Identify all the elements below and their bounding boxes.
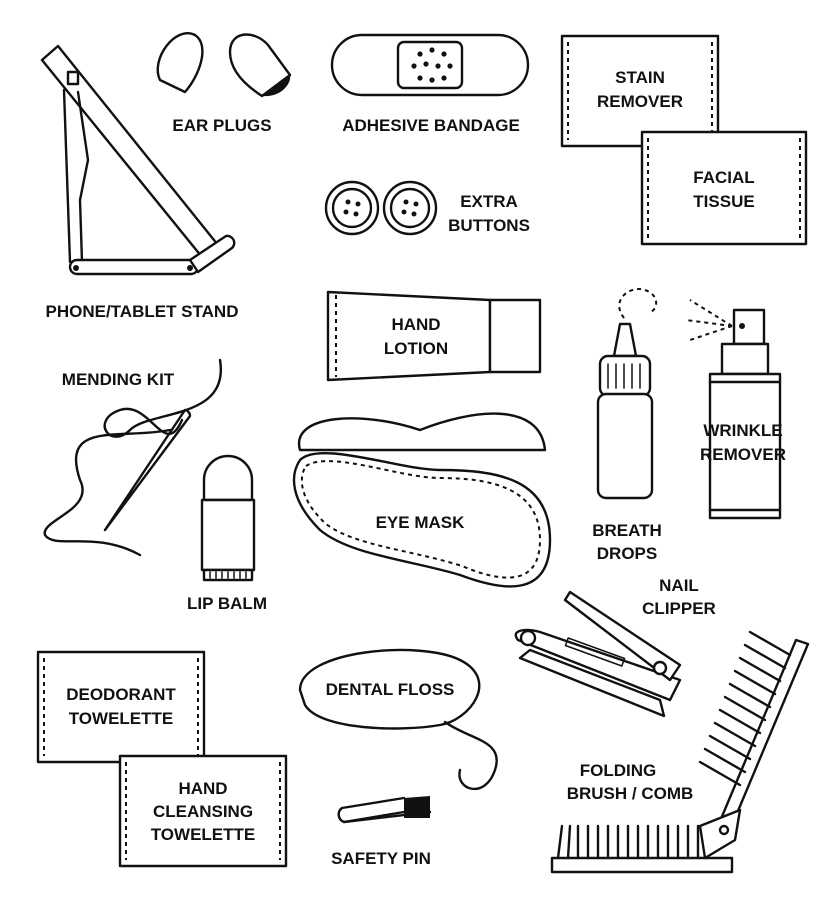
facial-tissue-packet-icon xyxy=(640,130,808,246)
label-line: EXTRA xyxy=(460,192,518,211)
label-line: FACIAL xyxy=(693,168,754,187)
label-extra-buttons: EXTRA BUTTONS xyxy=(448,192,530,235)
label-line: DEODORANT xyxy=(66,685,176,704)
label-line: SAFETY PIN xyxy=(331,849,431,868)
label-hand-cleansing-towelette: HAND CLEANSING TOWELETTE xyxy=(151,779,256,844)
nail-clipper-icon xyxy=(514,590,682,718)
label-lip-balm: LIP BALM xyxy=(187,594,267,613)
label-line: BREATH xyxy=(592,521,662,540)
safety-pin-icon xyxy=(337,796,432,824)
label-line: REMOVER xyxy=(597,92,683,111)
label-line: ADHESIVE BANDAGE xyxy=(342,116,520,135)
label-line: TISSUE xyxy=(693,192,754,211)
label-breath-drops: BREATH DROPS xyxy=(592,521,662,563)
label-line: FOLDING xyxy=(580,761,657,780)
label-line: MENDING KIT xyxy=(62,370,175,389)
label-line: HAND xyxy=(391,315,440,334)
label-wrinkle-remover: WRINKLE REMOVER xyxy=(700,421,786,464)
label-hand-lotion: HAND LOTION xyxy=(384,315,448,358)
label-line: NAIL xyxy=(659,576,699,595)
label-line: HAND xyxy=(178,779,227,798)
label-line: REMOVER xyxy=(700,445,786,464)
label-phone-tablet-stand: PHONE/TABLET STAND xyxy=(46,302,239,321)
label-eye-mask: EYE MASK xyxy=(376,513,466,532)
label-line: LIP BALM xyxy=(187,594,267,613)
label-deodorant-towelette: DEODORANT TOWELETTE xyxy=(66,685,176,728)
label-line: TOWELETTE xyxy=(69,709,174,728)
label-dental-floss: DENTAL FLOSS xyxy=(326,680,455,699)
label-safety-pin: SAFETY PIN xyxy=(331,849,431,868)
label-adhesive-bandage: ADHESIVE BANDAGE xyxy=(342,116,520,135)
mending-kit-icon xyxy=(43,358,223,557)
label-line: DROPS xyxy=(597,544,657,563)
label-line: PHONE/TABLET STAND xyxy=(46,302,239,321)
adhesive-bandage-icon xyxy=(330,33,530,97)
stain-remover-packet-icon xyxy=(560,34,720,148)
dental-floss-icon xyxy=(298,648,498,790)
extra-buttons-icon xyxy=(324,180,438,236)
label-line: LOTION xyxy=(384,339,448,358)
label-line: BUTTONS xyxy=(448,216,530,235)
lip-balm-icon xyxy=(200,454,256,582)
hand-cleansing-towelette-packet-icon xyxy=(118,754,288,868)
label-stain-remover: STAIN REMOVER xyxy=(597,68,683,111)
hand-lotion-icon xyxy=(326,290,542,382)
label-line: CLEANSING xyxy=(153,802,253,821)
folding-brush-comb-icon xyxy=(550,630,810,874)
label-line: STAIN xyxy=(615,68,665,87)
label-folding-brush-comb: FOLDING BRUSH / COMB xyxy=(567,761,694,803)
label-nail-clipper: NAIL CLIPPER xyxy=(642,576,716,618)
label-line: DENTAL FLOSS xyxy=(326,680,455,699)
breath-drops-icon xyxy=(596,288,658,500)
deodorant-towelette-packet-icon xyxy=(36,650,206,764)
label-line: CLIPPER xyxy=(642,599,716,618)
eye-mask-icon xyxy=(292,412,552,588)
label-line: EYE MASK xyxy=(376,513,466,532)
label-line: WRINKLE xyxy=(703,421,782,440)
label-facial-tissue: FACIAL TISSUE xyxy=(693,168,754,211)
wrinkle-remover-icon xyxy=(685,299,782,520)
phone-tablet-stand-icon xyxy=(40,44,236,276)
label-mending-kit: MENDING KIT xyxy=(62,370,175,389)
label-line: EAR PLUGS xyxy=(172,116,271,135)
label-ear-plugs: EAR PLUGS xyxy=(172,116,271,135)
label-line: TOWELETTE xyxy=(151,825,256,844)
ear-plugs-icon xyxy=(156,32,292,98)
label-line: BRUSH / COMB xyxy=(567,784,694,803)
